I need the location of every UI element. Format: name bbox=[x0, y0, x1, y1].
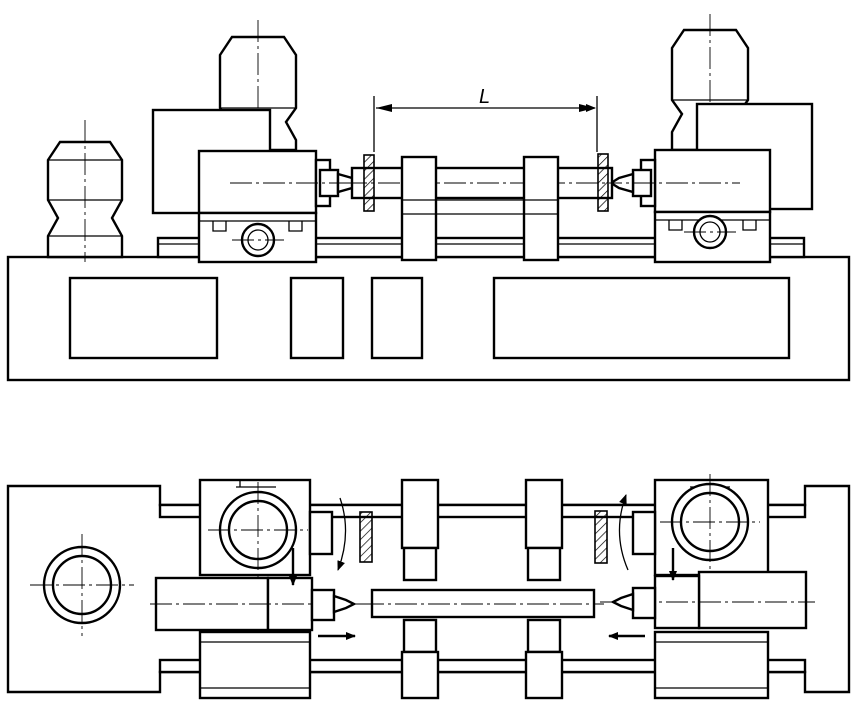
right-headstock bbox=[600, 14, 814, 264]
bed-window bbox=[370, 276, 424, 360]
front-view: L bbox=[6, 14, 851, 382]
motion-arrows bbox=[289, 494, 677, 640]
bed-window bbox=[68, 276, 219, 360]
plan-left-unit bbox=[150, 478, 373, 700]
plan-rail bbox=[158, 658, 807, 674]
side-motor bbox=[46, 120, 124, 262]
steady-rest bbox=[400, 155, 438, 262]
steady-rest bbox=[522, 155, 560, 262]
plan-view bbox=[6, 474, 851, 700]
plan-face-plate bbox=[359, 511, 373, 563]
left-headstock bbox=[151, 20, 370, 264]
workpiece bbox=[345, 153, 620, 262]
bed-window bbox=[492, 276, 791, 360]
dimension-L: L bbox=[373, 86, 598, 152]
face-plate bbox=[363, 154, 375, 212]
face-plate bbox=[597, 153, 609, 212]
plan-side-motor bbox=[30, 534, 134, 636]
plan-steady-rests bbox=[400, 478, 564, 700]
guide-rail bbox=[156, 236, 806, 259]
plan-face-plate bbox=[594, 510, 608, 564]
plan-workpiece bbox=[362, 588, 604, 619]
dimension-label: L bbox=[479, 86, 490, 108]
bed-window bbox=[289, 276, 345, 360]
